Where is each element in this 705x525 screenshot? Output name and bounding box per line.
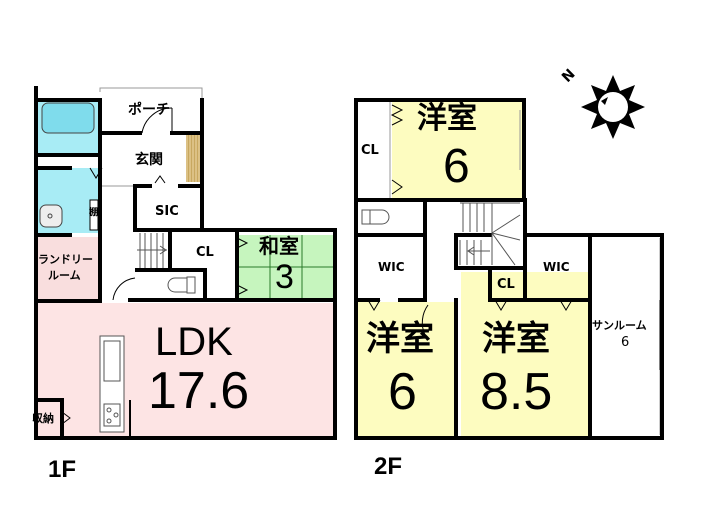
genkan-floor	[186, 134, 200, 182]
japanese-room-size: 3	[275, 258, 294, 296]
ldk-fill	[38, 303, 335, 436]
entrance-label: 玄関	[135, 152, 163, 168]
ldk-size: 17.6	[148, 362, 250, 420]
floor-1f-label: 1F	[48, 456, 77, 483]
western-top-name: 洋室	[417, 101, 477, 136]
porch-label: ポーチ	[128, 102, 170, 118]
floor-2f-label: 2F	[374, 453, 403, 480]
western-left-fill	[358, 302, 456, 436]
floor-1f: ポーチ 玄関 SIC CL 和室 3 ランドリー ルーム 棚 LDK 17.6 …	[0, 0, 350, 525]
sunroom-size: 6	[621, 335, 630, 350]
cl-label: CL	[196, 245, 214, 260]
western-top-fill	[392, 100, 522, 198]
cl-top-label: CL	[361, 143, 379, 158]
floor-1f-walls	[34, 86, 337, 440]
laundry-label-1: ランドリー	[38, 253, 93, 266]
storage-label: 収納	[32, 412, 54, 425]
western-right-size: 8.5	[480, 363, 553, 421]
sun-compass-icon	[581, 75, 645, 139]
wic-right-label: WIC	[543, 260, 570, 274]
laundry-fill	[38, 237, 100, 301]
western-top-size: 6	[443, 140, 470, 193]
ldk-name: LDK	[155, 320, 233, 364]
western-left-name: 洋室	[366, 319, 434, 359]
sic-label: SIC	[155, 204, 179, 219]
cl-mid-label: CL	[497, 277, 515, 292]
sunroom-name: サンルーム	[592, 319, 647, 332]
laundry-label-2: ルーム	[48, 269, 81, 282]
western-left-size: 6	[388, 363, 417, 421]
shelf-label: 棚	[89, 208, 99, 218]
western-right-name: 洋室	[482, 319, 550, 359]
japanese-room-name: 和室	[259, 234, 299, 258]
compass: N	[559, 62, 660, 152]
wic-left-label: WIC	[378, 260, 405, 274]
